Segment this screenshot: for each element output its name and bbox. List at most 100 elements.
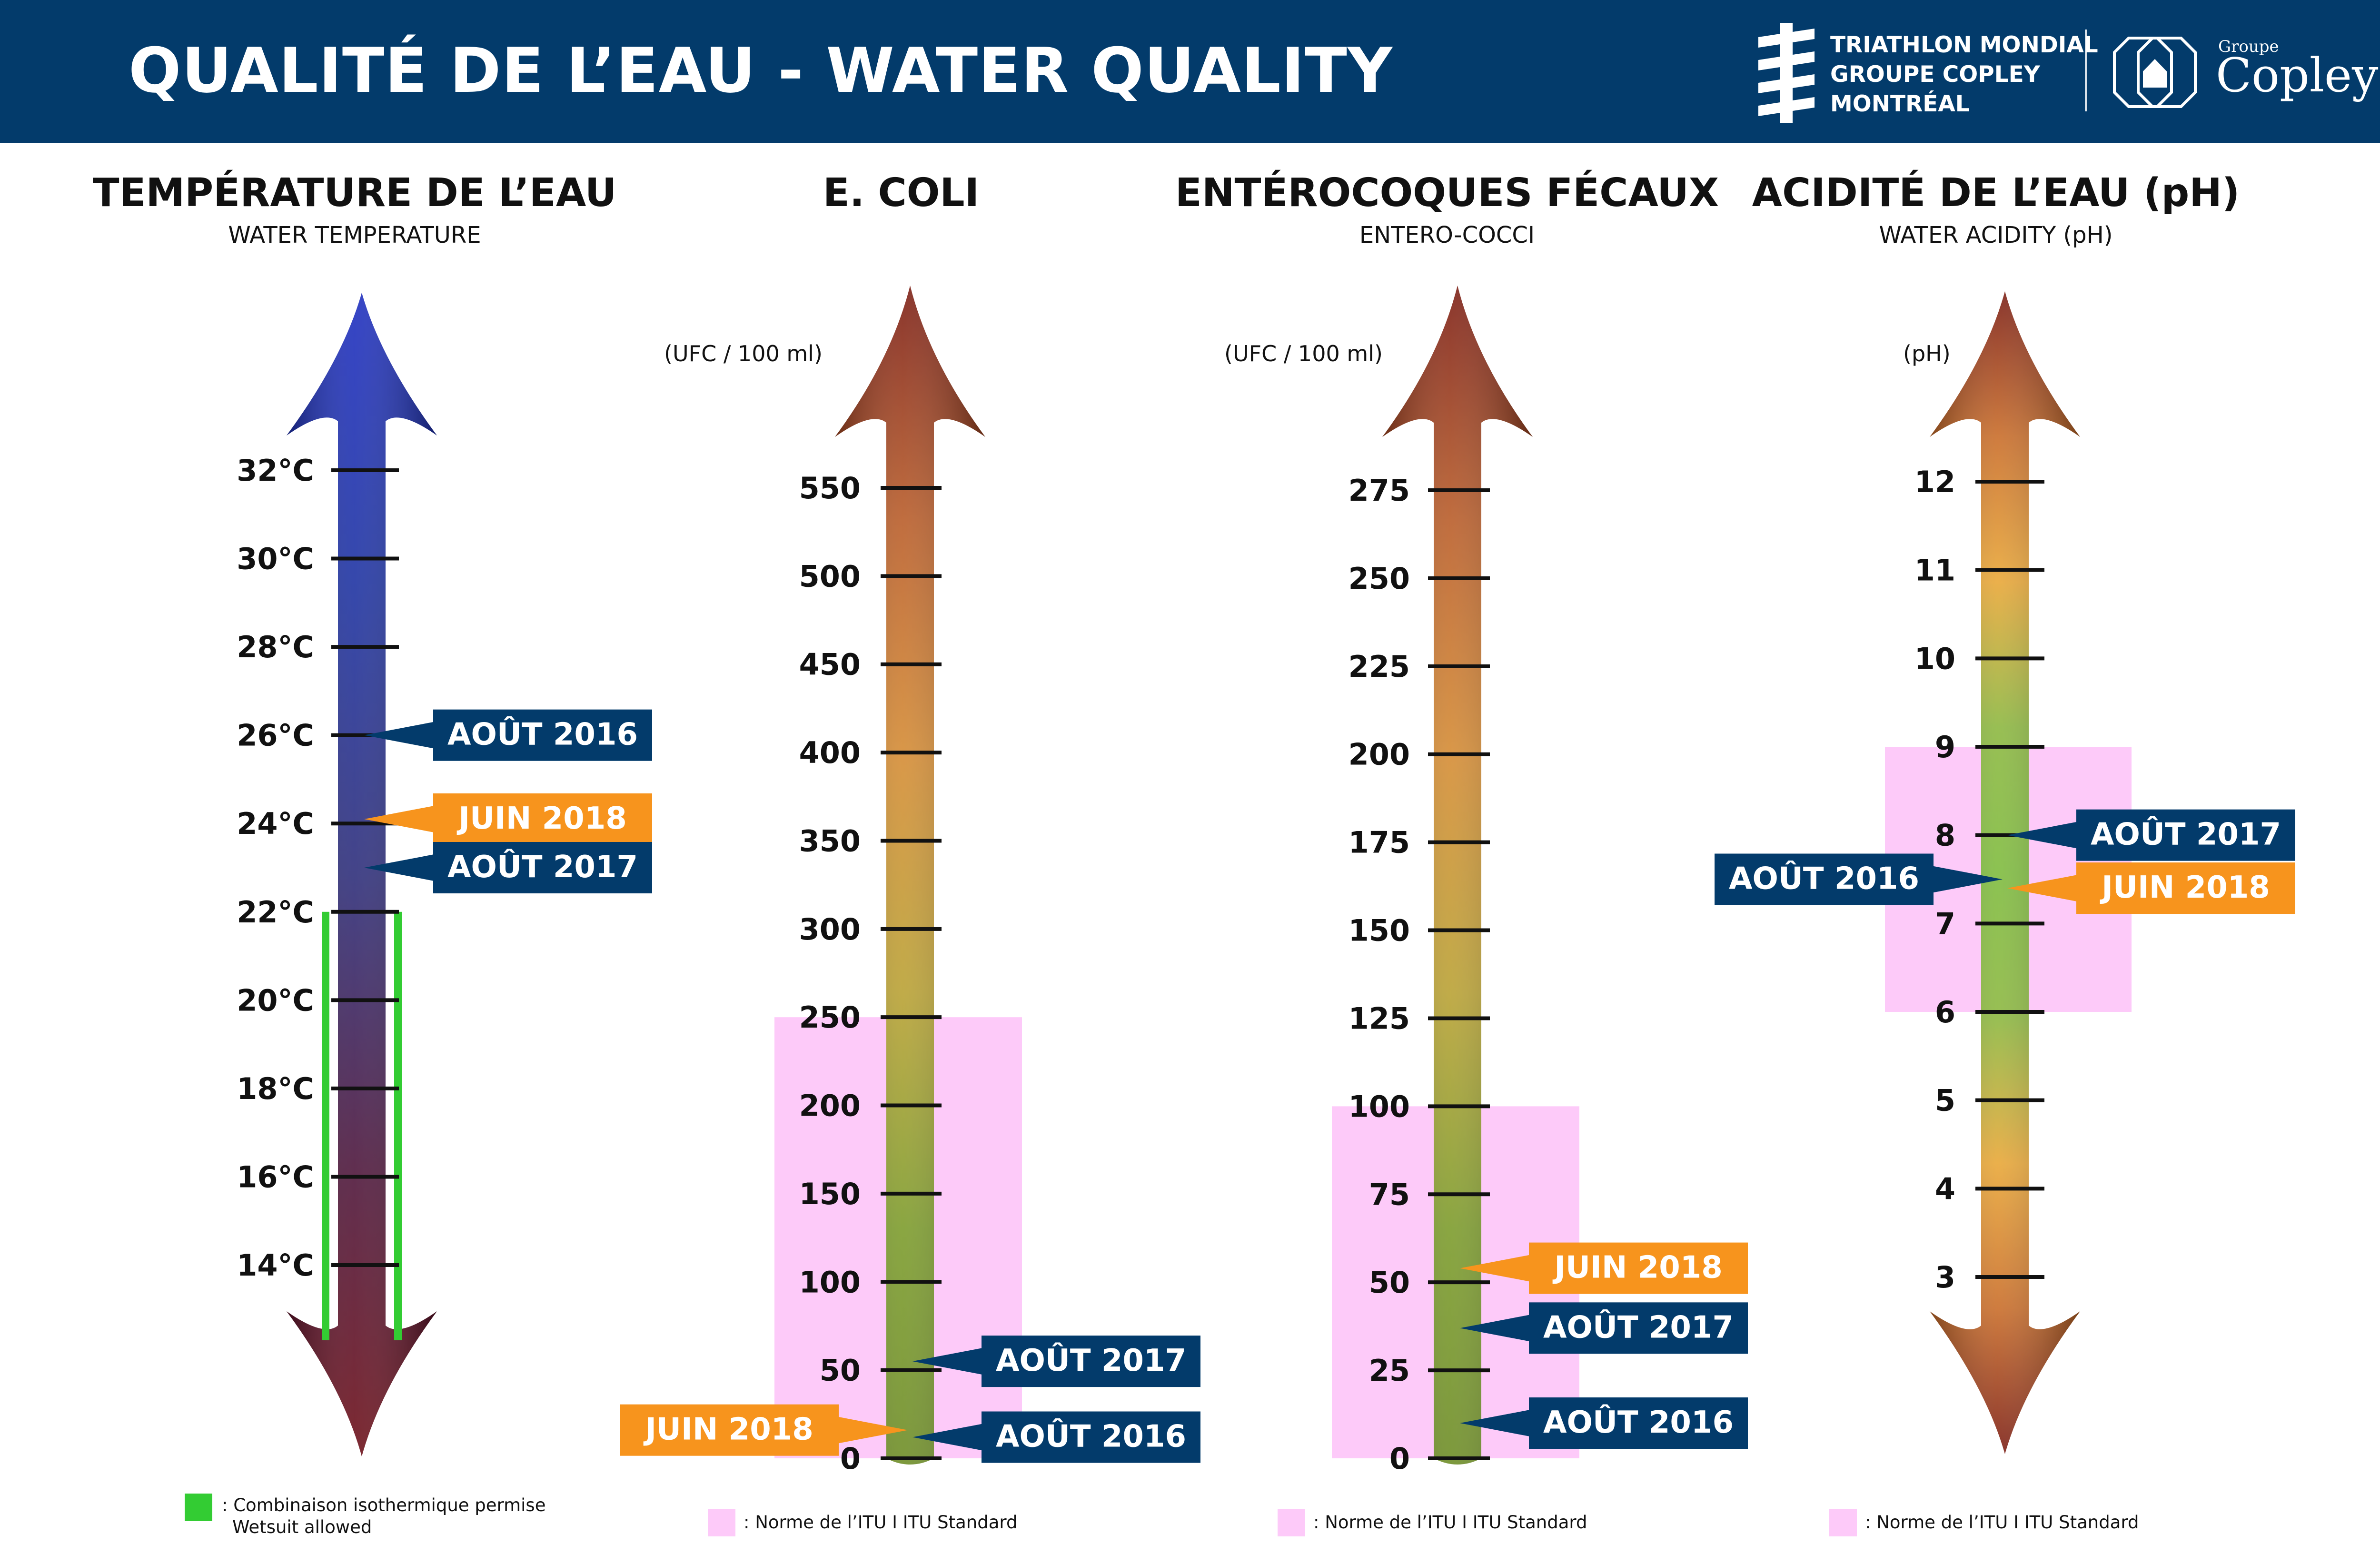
marker-pointer (1460, 1315, 1530, 1342)
marker-label: AOÛT 2016 (1543, 1404, 1734, 1440)
logo-copley: Copley (2216, 49, 2379, 103)
logo-groupe: Groupe (2218, 37, 2279, 56)
marker-label: JUIN 2018 (643, 1412, 813, 1447)
tick-label: 250 (799, 1000, 861, 1035)
tick-label: 75 (1369, 1177, 1410, 1212)
panel-3-subtitle: ENTERO-COCCI (1359, 222, 1535, 248)
legend-itu-swatch-1 (708, 1509, 735, 1536)
marker-box (1529, 1302, 1748, 1354)
marker-box (433, 842, 652, 893)
marker-label: AOÛT 2016 (447, 716, 638, 752)
tick-label: 20°C (237, 983, 314, 1018)
scale-arrow-shading (835, 286, 985, 1465)
tick-label: 24°C (237, 806, 314, 841)
marker-label: JUIN 2018 (456, 801, 627, 836)
marker-label: AOÛT 2016 (1729, 861, 1919, 897)
tick-label: 12 (1914, 465, 1955, 499)
marker-pointer (1460, 1410, 1530, 1437)
scale-arrow-shading (1382, 286, 1533, 1465)
tick-label: 400 (799, 735, 861, 770)
tick-label: 250 (1349, 561, 1410, 596)
tick-label: 8 (1935, 818, 1955, 853)
tick-label: 0 (1389, 1441, 1410, 1476)
tick-label: 25 (1369, 1353, 1410, 1388)
marker-box (2076, 809, 2295, 861)
marker-box (1529, 1242, 1748, 1294)
panel-3-unit: (UFC / 100 ml) (1224, 341, 1383, 366)
tick-label: 18°C (237, 1071, 314, 1106)
marker-label: JUIN 2018 (1552, 1250, 1723, 1286)
marker-box (982, 1411, 1200, 1463)
legend-itu-text-2: : Norme de l’ITU I ITU Standard (1313, 1512, 1587, 1533)
marker-pointer (364, 805, 434, 832)
tick-label: 26°C (237, 718, 314, 753)
tick-label: 6 (1935, 995, 1955, 1029)
tick-label: 275 (1349, 473, 1410, 508)
header-bar: QUALITÉ DE L’EAU - WATER QUALITY TRIATHL… (0, 0, 2380, 143)
tick-label: 50 (1369, 1265, 1410, 1300)
logo-line-3: MONTRÉAL (1830, 91, 1970, 117)
tick-label: 3 (1935, 1260, 1955, 1295)
panel-2-unit: (UFC / 100 ml) (664, 341, 823, 366)
marker-box (620, 1404, 839, 1456)
logo-separator (2085, 30, 2087, 111)
marker-label: AOÛT 2016 (996, 1418, 1186, 1455)
marker-box (433, 793, 652, 845)
marker-pointer (838, 1416, 908, 1444)
marker-label: AOÛT 2017 (1543, 1309, 1734, 1345)
triathlon-logo-icon (1758, 23, 1815, 123)
tick-label: 30°C (237, 542, 314, 576)
marker-pointer (364, 722, 434, 749)
panel-4-title: ACIDITÉ DE L’EAU (pH) (1752, 170, 2240, 216)
tick-label: 0 (840, 1441, 861, 1476)
tick-label: 9 (1935, 730, 1955, 764)
marker-box (1529, 1397, 1748, 1449)
logo-line-2: GROUPE COPLEY (1830, 61, 2040, 88)
legend-wetsuit-fr: : Combinaison isothermique permise (222, 1495, 546, 1515)
tick-label: 500 (799, 559, 861, 594)
tick-label: 125 (1349, 1001, 1410, 1036)
legend-itu-swatch-3 (1829, 1509, 1857, 1536)
tick-label: 11 (1914, 553, 1955, 588)
panel-2-title: E. COLI (823, 170, 980, 216)
tick-label: 225 (1349, 649, 1410, 684)
tick-label: 200 (799, 1089, 861, 1123)
tick-label: 150 (799, 1177, 861, 1211)
legend-wetsuit-swatch (185, 1494, 212, 1521)
marker-label: JUIN 2018 (2100, 870, 2270, 905)
panel-1-subtitle: WATER TEMPERATURE (228, 222, 481, 248)
tick-label: 350 (799, 823, 861, 858)
legend-itu-swatch-2 (1278, 1509, 1305, 1536)
tick-label: 50 (820, 1353, 861, 1388)
marker-label: AOÛT 2017 (996, 1342, 1186, 1378)
marker-pointer (364, 854, 434, 881)
panel-4-subtitle: WATER ACIDITY (pH) (1879, 222, 2113, 248)
tick-label: 550 (799, 471, 861, 505)
marker-pointer (2007, 821, 2077, 849)
tick-label: 300 (799, 912, 861, 947)
tick-label: 200 (1349, 737, 1410, 772)
tick-label: 150 (1349, 913, 1410, 948)
marker-pointer (2007, 875, 2077, 902)
copley-octagon-icon (2113, 37, 2197, 108)
panel-3-title: ENTÉROCOQUES FÉCAUX (1175, 170, 1719, 216)
marker-label: AOÛT 2017 (447, 849, 638, 885)
marker-box (433, 709, 652, 761)
legend-itu-text-1: : Norme de l’ITU I ITU Standard (744, 1512, 1018, 1533)
tick-label: 100 (799, 1265, 861, 1299)
tick-label: 450 (799, 647, 861, 682)
tick-label: 175 (1349, 825, 1410, 860)
marker-label: AOÛT 2017 (2091, 816, 2281, 852)
page-title: QUALITÉ DE L’EAU - WATER QUALITY (129, 34, 1393, 107)
legend-wetsuit-en: Wetsuit allowed (232, 1517, 372, 1537)
tick-label: 28°C (237, 630, 314, 664)
marker-pointer (1933, 866, 2003, 893)
tick-label: 10 (1914, 641, 1955, 676)
marker-pointer (912, 1348, 982, 1375)
marker-pointer (1460, 1255, 1530, 1282)
tick-label: 22°C (237, 895, 314, 930)
scale-arrow-shading (287, 293, 437, 1456)
